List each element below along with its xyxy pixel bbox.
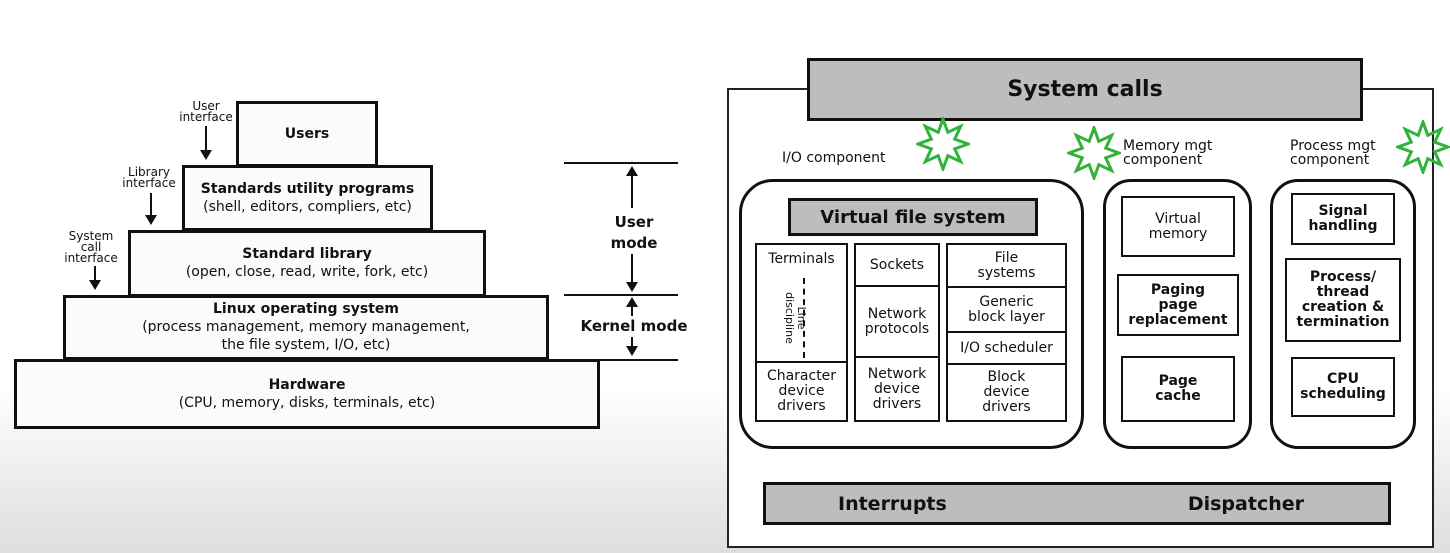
layer-hardware-subtitle: (CPU, memory, disks, terminals, etc) [178, 394, 436, 411]
layer-library-subtitle: (open, close, read, write, fork, etc) [185, 264, 429, 280]
library-interface-arrow-icon [145, 215, 157, 225]
dispatcher-label: Dispatcher [1187, 492, 1304, 515]
sockets-cell: Sockets [854, 243, 940, 287]
char-drivers-cell: Character device drivers [755, 361, 848, 422]
memory-component-label: Memory mgt component [1123, 138, 1213, 168]
line-discipline-label: Line discipline [783, 292, 808, 344]
io-scheduler-cell: I/O scheduler [946, 331, 1067, 365]
virtual-memory-cell: Virtual memory [1121, 196, 1235, 257]
user-mode-arrow-shaft-top [631, 175, 633, 208]
vfs-label: Virtual file system [820, 206, 1006, 228]
generic-block-label: Generic block layer [968, 293, 1045, 325]
paging-cell: Paging page replacement [1117, 274, 1239, 336]
signal-handling-cell: Signal handling [1291, 193, 1395, 245]
layer-utility-subtitle: (shell, editors, compliers, etc) [203, 198, 412, 215]
line-discipline-divider [803, 278, 805, 358]
cpu-scheduling-cell: CPU scheduling [1291, 357, 1395, 417]
syscall-interface-arrow-icon [89, 280, 101, 290]
mode-top-line [564, 162, 678, 164]
process-creation-label: Process/ thread creation & termination [1296, 269, 1390, 330]
kernel-mode-up-arrow-icon [626, 297, 638, 307]
user-mode-down-arrow-icon [626, 282, 638, 292]
block-drivers-cell: Block device drivers [946, 363, 1067, 422]
layer-users: Users [236, 101, 378, 167]
io-scheduler-label: I/O scheduler [960, 339, 1053, 356]
paging-label: Paging page replacement [1128, 281, 1228, 328]
memory-star-shape [1067, 126, 1121, 180]
layer-utility-title: Standards utility programs [200, 180, 415, 197]
kernel-mode-label: Kernel mode [580, 317, 688, 335]
process-star-icon [1396, 120, 1450, 174]
layer-os-title: Linux operating system [213, 301, 399, 317]
vfs-bar: Virtual file system [788, 198, 1038, 236]
memory-star-icon [1067, 126, 1121, 180]
page-cache-cell: Page cache [1121, 356, 1235, 422]
line-discipline-cell: Line discipline [755, 274, 848, 363]
system-calls-label: System calls [1007, 77, 1163, 102]
process-creation-cell: Process/ thread creation & termination [1285, 258, 1401, 342]
io-star-icon [916, 117, 970, 171]
interrupts-dispatcher-bar: Interrupts Dispatcher [763, 482, 1391, 525]
layer-linux-os: Linux operating system (process manageme… [63, 295, 549, 360]
kernel-mode-arrow-shaft-top [631, 306, 633, 316]
user-mode-arrow-shaft-bottom [631, 254, 633, 284]
io-component-label: I/O component [782, 150, 886, 166]
interrupts-label: Interrupts [838, 492, 947, 515]
signal-handling-label: Signal handling [1308, 203, 1378, 234]
terminals-cell: Terminals [755, 243, 848, 276]
user-interface-arrow-icon [200, 150, 212, 160]
page-cache-label: Page cache [1155, 373, 1201, 404]
layer-hardware-title: Hardware [268, 376, 346, 393]
file-systems-label: File systems [977, 249, 1036, 281]
generic-block-cell: Generic block layer [946, 286, 1067, 333]
kernel-mode-arrow-shaft-bottom [631, 337, 633, 346]
layer-os-subtitle: (process management, memory management, … [142, 319, 470, 353]
layer-hardware: Hardware (CPU, memory, disks, terminals,… [14, 359, 600, 429]
file-systems-cell: File systems [946, 243, 1067, 288]
mode-bottom-line [564, 359, 678, 361]
sockets-label: Sockets [869, 256, 925, 273]
block-drivers-label: Block device drivers [982, 369, 1031, 415]
virtual-memory-label: Virtual memory [1148, 210, 1208, 242]
process-component-label: Process mgt component [1290, 138, 1376, 168]
user-mode-label: User mode [610, 213, 658, 252]
network-protocols-label: Network protocols [864, 305, 930, 337]
network-protocols-cell: Network protocols [854, 285, 940, 358]
system-calls-bar: System calls [807, 58, 1363, 121]
library-interface-arrow-shaft [150, 193, 152, 217]
user-mode-up-arrow-icon [626, 166, 638, 176]
syscall-interface-label: System call interface [64, 229, 118, 265]
layer-utility-programs: Standards utility programs (shell, edito… [182, 165, 433, 231]
layer-standard-library: Standard library (open, close, read, wri… [128, 230, 486, 297]
kernel-mode-down-arrow-icon [626, 346, 638, 356]
syscall-interface-arrow-shaft [94, 266, 96, 280]
char-drivers-label: Character device drivers [766, 368, 837, 414]
terminals-label: Terminals [768, 251, 835, 267]
cpu-scheduling-label: CPU scheduling [1300, 371, 1386, 402]
library-interface-label: Library interface [122, 165, 176, 190]
network-drivers-cell: Network device drivers [854, 356, 940, 422]
layer-library-title: Standard library [242, 246, 372, 262]
mode-boundary-line [564, 294, 678, 296]
user-interface-label: User interface [179, 99, 233, 124]
layer-users-title: Users [284, 125, 330, 142]
user-interface-arrow-shaft [205, 126, 207, 152]
network-drivers-label: Network device drivers [867, 365, 927, 412]
io-star-shape [916, 117, 970, 171]
process-star-shape [1396, 120, 1450, 174]
